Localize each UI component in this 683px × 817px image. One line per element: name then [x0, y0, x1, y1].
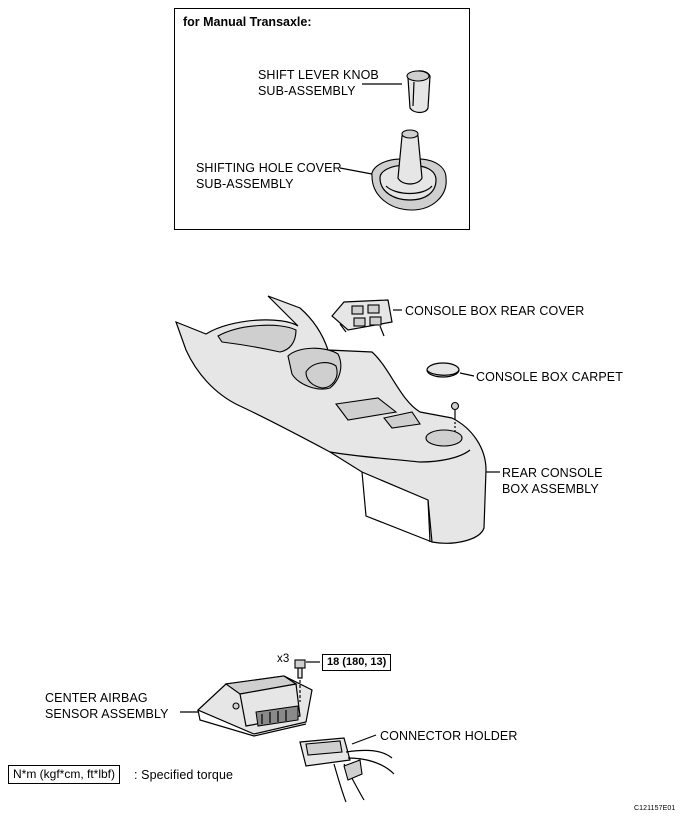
carpet-label: CONSOLE BOX CARPET [476, 370, 623, 384]
center-airbag-sensor [196, 675, 313, 737]
sensor-label-line2: SENSOR ASSEMBLY [45, 707, 169, 721]
figure-code: C121157E01 [634, 805, 676, 812]
sensor-label-line1: CENTER AIRBAG [45, 691, 148, 705]
shift-lever-knob [406, 70, 431, 114]
carpet-leader [459, 372, 475, 377]
console-box-label-line2: BOX ASSEMBLY [502, 482, 599, 496]
knob-label-line1: SHIFT LEVER KNOB [258, 68, 379, 82]
cover-leader-line [339, 167, 373, 175]
bolt-quantity: x3 [277, 653, 290, 665]
rear-cover-label: CONSOLE BOX REAR COVER [405, 304, 585, 318]
shifting-hole-cover [371, 129, 447, 211]
connector-holder-label: CONNECTOR HOLDER [380, 729, 518, 743]
console-box-rear-cover [331, 299, 393, 337]
connector-leader [351, 734, 377, 745]
torque-legend-text: : Specified torque [134, 768, 234, 782]
knob-label-line2: SUB-ASSEMBLY [258, 84, 356, 98]
rear-console-box [174, 295, 487, 544]
cover-label-line2: SUB-ASSEMBLY [196, 177, 294, 191]
manual-transaxle-inset: for Manual Transaxle: [174, 8, 470, 230]
connector-holder [299, 737, 395, 803]
console-clip [450, 401, 460, 434]
inset-title: for Manual Transaxle: [183, 15, 312, 29]
torque-value-box: 18 (180, 13) [322, 654, 392, 671]
torque-units-box: N*m (kgf*cm, ft*lbf) [8, 765, 121, 784]
bolt-icon [294, 659, 306, 702]
console-box-carpet [426, 362, 460, 378]
console-box-label-line1: REAR CONSOLE [502, 466, 603, 480]
cover-label-line1: SHIFTING HOLE COVER [196, 161, 342, 175]
